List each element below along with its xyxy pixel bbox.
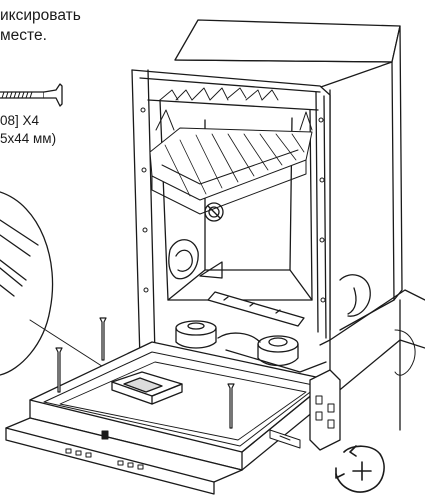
- screw-icon: [55, 317, 235, 429]
- screw-icon: [0, 83, 63, 107]
- instruction-line-2: месте.: [0, 27, 47, 44]
- upper-basket: [149, 87, 313, 215]
- detail-magnifier: [0, 191, 109, 376]
- base-hinge: [269, 289, 425, 451]
- screw-spec-line-1: 08] X4: [0, 113, 40, 128]
- rotate-plus-icon: [335, 445, 385, 493]
- detergent-dispenser: [111, 371, 183, 405]
- screw-spec-line-2: 5x44 мм): [0, 131, 57, 146]
- instruction-line-1: иксировать: [0, 7, 81, 24]
- filter-assembly: [175, 320, 327, 373]
- dishwasher-door: [5, 341, 331, 495]
- control-buttons: [65, 430, 144, 470]
- spray-arm: [207, 291, 305, 327]
